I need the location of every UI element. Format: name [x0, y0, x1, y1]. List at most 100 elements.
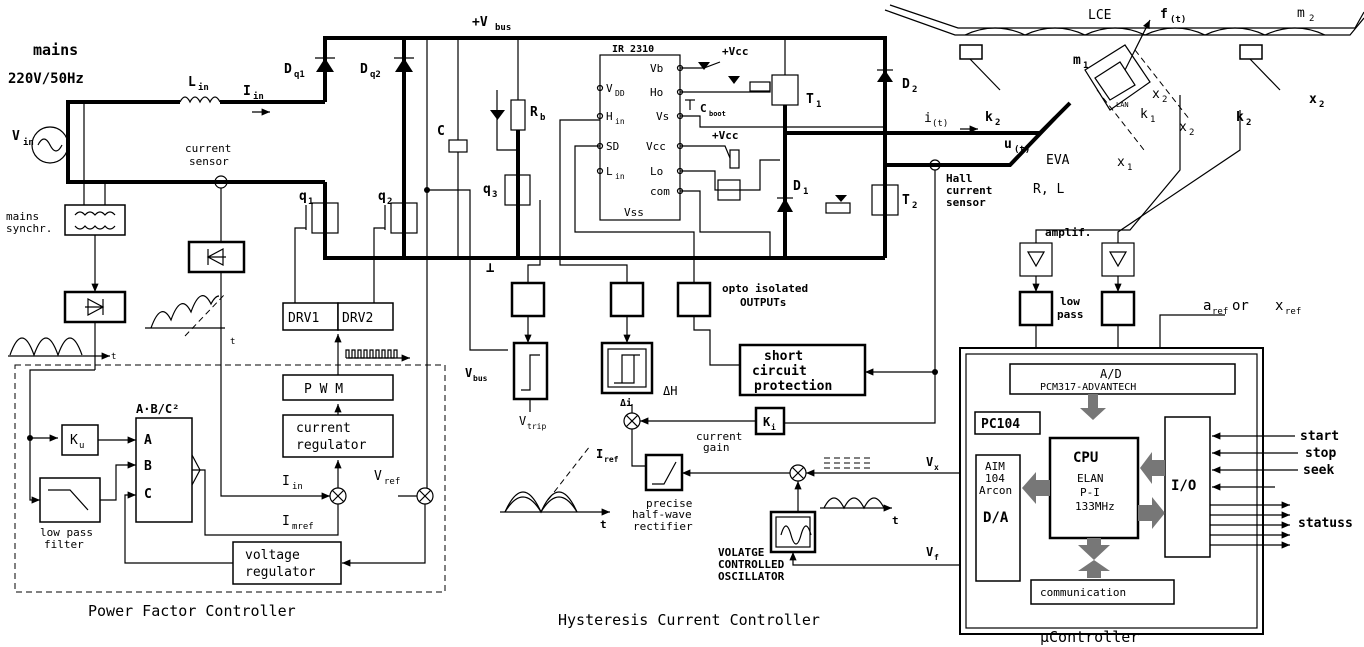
svg-text:133MHz: 133MHz — [1075, 500, 1115, 513]
svg-text:DD: DD — [615, 89, 625, 98]
svg-text:+Vcc: +Vcc — [712, 129, 739, 142]
svg-text:ELAN: ELAN — [1077, 472, 1104, 485]
cpu-comm-arrow-bottom — [1078, 560, 1110, 578]
svg-text:P-I: P-I — [1080, 486, 1100, 499]
svg-text:(t): (t) — [1014, 145, 1030, 155]
svg-text:k: k — [1140, 107, 1148, 122]
low-pass-1 — [1018, 290, 1054, 327]
svg-text:trip: trip — [527, 422, 546, 431]
svg-text:a: a — [1203, 298, 1211, 314]
statuss-label: statuss — [1298, 516, 1353, 531]
svg-text:I: I — [596, 447, 603, 461]
igbt-t2: T 2 — [871, 184, 917, 216]
svg-text:ref: ref — [604, 455, 619, 464]
svg-text:CONTROLLED: CONTROLLED — [718, 558, 785, 571]
svg-text:K: K — [70, 433, 78, 448]
svg-text:ref: ref — [1285, 307, 1301, 317]
pc104-label-box — [974, 411, 1041, 435]
svg-text:R, L: R, L — [1033, 182, 1064, 197]
svg-text:I: I — [282, 474, 290, 489]
svg-text:2: 2 — [912, 201, 917, 211]
svg-text:Vcc: Vcc — [646, 140, 666, 153]
mains-title: mains — [33, 41, 78, 59]
pfc-boundary — [14, 364, 446, 593]
hysteresis-comparator — [600, 341, 654, 395]
mosfet-q3: q 3 — [483, 174, 531, 206]
eva-actuator: m 1 k 1 LAN x 2 x 2 x 1 f (t) — [1073, 7, 1194, 173]
lce-structure: LCE m 2 k 2 k 2 x 2 — [884, 4, 1364, 128]
svg-text:filter: filter — [44, 538, 84, 551]
svg-text:Δi: Δi — [620, 397, 632, 409]
svg-text:low pass: low pass — [40, 526, 93, 539]
svg-text:2: 2 — [912, 85, 917, 95]
svg-text:k: k — [985, 110, 993, 125]
drv1-block — [282, 302, 339, 331]
ut-label: u — [1004, 137, 1012, 152]
svg-text:C: C — [700, 102, 707, 115]
iin-label: I — [243, 84, 251, 99]
svg-text:1: 1 — [1127, 163, 1132, 173]
svg-text:x: x — [1117, 155, 1125, 170]
lin-inductor: L in — [179, 75, 221, 104]
mosfet-q2: q 2 — [378, 189, 418, 234]
vco-block — [769, 510, 817, 554]
svg-text:VOLATGE: VOLATGE — [718, 546, 764, 559]
svg-text:voltage: voltage — [245, 548, 300, 563]
svg-text:q1: q1 — [294, 70, 305, 80]
svg-text:DRV2: DRV2 — [342, 311, 373, 326]
svg-text:CPU: CPU — [1073, 450, 1098, 466]
svg-text:ΔH: ΔH — [663, 384, 677, 398]
svg-text:V: V — [606, 82, 613, 95]
amplifier-1 — [1019, 242, 1053, 277]
svg-text:3: 3 — [492, 190, 497, 200]
svg-text:V: V — [374, 469, 382, 484]
opto-2 — [609, 281, 645, 318]
svg-text:1: 1 — [803, 187, 808, 197]
svg-text:V: V — [926, 455, 933, 469]
ad-cpu-arrow — [1080, 394, 1106, 420]
svg-text:protection: protection — [754, 379, 832, 394]
svg-text:2: 2 — [1319, 100, 1324, 110]
svg-text:C: C — [437, 124, 445, 139]
svg-text:amplif.: amplif. — [1045, 226, 1091, 239]
current-regulator — [282, 414, 394, 458]
hall-sensor-label: Hall — [946, 172, 973, 185]
svg-text:2: 2 — [995, 118, 1000, 128]
svg-text:Vs: Vs — [656, 110, 669, 123]
svg-text:EVA: EVA — [1046, 153, 1070, 168]
svg-text:2: 2 — [1189, 128, 1194, 138]
svg-text:Lo: Lo — [650, 165, 663, 178]
svg-text:I/O: I/O — [1171, 478, 1196, 494]
svg-text:2: 2 — [387, 197, 392, 207]
bus-capacitor: C — [437, 38, 468, 258]
svg-text:half-wave: half-wave — [632, 508, 692, 521]
bus-bottom — [323, 182, 885, 260]
svg-text:OUTPUTs: OUTPUTs — [740, 296, 786, 309]
svg-text:current: current — [696, 430, 742, 443]
svg-text:low: low — [1060, 295, 1080, 308]
opto-label: opto isolated — [722, 282, 808, 295]
svg-text:T: T — [902, 193, 910, 208]
svg-text:(t): (t) — [1170, 15, 1186, 25]
svg-text:1: 1 — [308, 197, 313, 207]
svg-text:1: 1 — [816, 100, 821, 110]
svg-text:x: x — [934, 463, 939, 472]
svg-text:circuit: circuit — [752, 364, 807, 379]
svg-text:com: com — [650, 185, 670, 198]
svg-text:D: D — [360, 62, 368, 77]
pwm-block — [282, 374, 394, 401]
input-start: start — [1300, 429, 1339, 444]
svg-text:t: t — [111, 352, 116, 362]
svg-text:bus: bus — [495, 23, 511, 33]
ad-converter — [1009, 363, 1236, 395]
svg-text:t: t — [892, 514, 899, 527]
svg-text:bus: bus — [473, 374, 488, 383]
svg-text:in: in — [615, 172, 625, 181]
mosfet-q1: q 1 — [299, 189, 339, 234]
svg-text:pass: pass — [1057, 308, 1084, 321]
svg-text:t: t — [230, 337, 235, 347]
half-wave-rectifier — [644, 453, 684, 492]
multiplier-divider — [135, 417, 193, 523]
cpu-da-arrow — [1022, 472, 1050, 504]
